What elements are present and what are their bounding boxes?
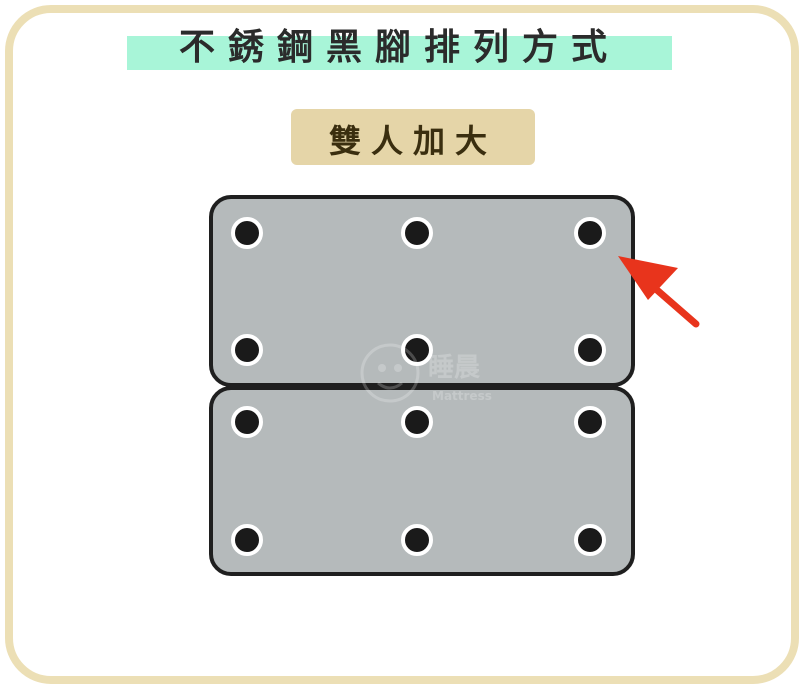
leg-dot-icon [401, 334, 433, 366]
subtitle: 雙人加大 [328, 122, 497, 160]
watermark-logo-icon: 睡晨 Mattress [360, 343, 492, 403]
leg-dot-icon [574, 217, 606, 249]
leg-dot-icon [574, 406, 606, 438]
leg-dot-icon [401, 217, 433, 249]
subtitle-box [291, 109, 535, 165]
watermark-brand: 睡晨 [428, 353, 481, 383]
leg-dot-icon [231, 524, 263, 556]
leg-dot-icon [231, 334, 263, 366]
leg-dot-icon [231, 217, 263, 249]
title-highlight [127, 36, 672, 70]
red-arrow-icon [618, 256, 700, 328]
leg-dot-icon [401, 524, 433, 556]
page-title: 不銹鋼黑腳排列方式 [178, 27, 620, 68]
leg-dot-icon [401, 406, 433, 438]
leg-dot-icon [574, 334, 606, 366]
watermark-tagline: Mattress [432, 389, 492, 403]
leg-dot-icon [231, 406, 263, 438]
leg-dot-icon [574, 524, 606, 556]
